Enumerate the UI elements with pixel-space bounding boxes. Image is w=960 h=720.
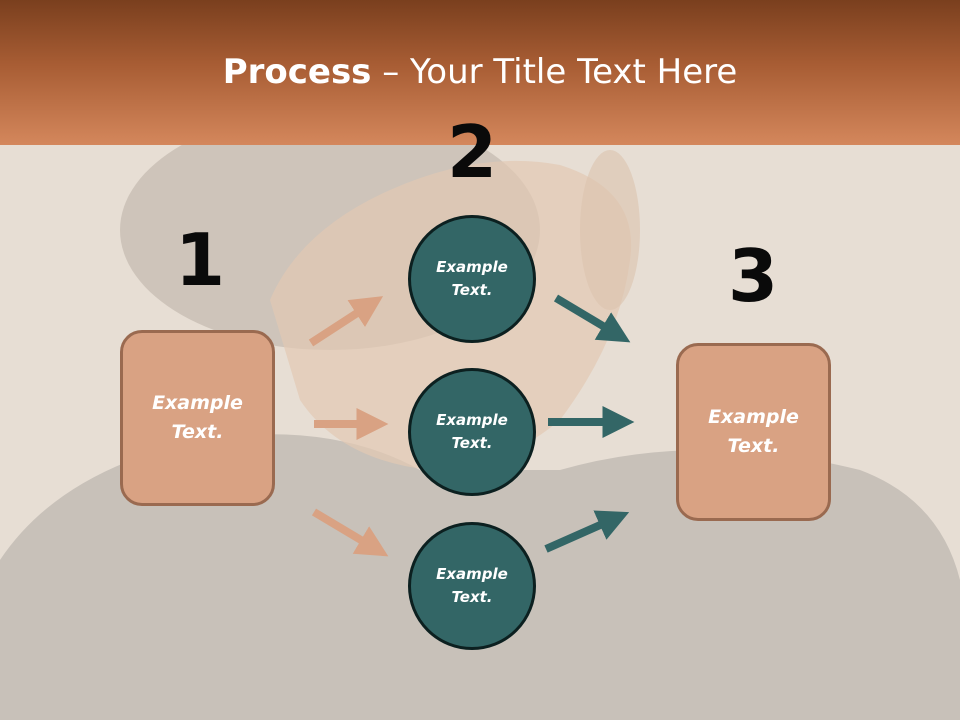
slide-title: Process – Your Title Text Here	[0, 52, 960, 92]
title-bar: Process – Your Title Text Here	[0, 0, 960, 145]
right-process-box: Example Text.	[676, 343, 831, 521]
left-box-text: Example Text.	[152, 392, 243, 443]
circle-top-text: Example Text.	[436, 258, 508, 299]
left-process-box: Example Text.	[120, 330, 275, 506]
circle-top: Example Text.	[408, 215, 536, 343]
circle-middle: Example Text.	[408, 368, 536, 496]
circle-bottom-text: Example Text.	[436, 565, 508, 606]
arrow-top-to-right	[553, 294, 631, 343]
title-rest: – Your Title Text Here	[371, 52, 738, 92]
arrow-bottom-to-right	[544, 510, 630, 553]
arrow-left-to-bottom	[311, 508, 389, 557]
step-number-2: 2	[446, 110, 498, 194]
step-number-3: 3	[727, 234, 779, 318]
right-box-text: Example Text.	[708, 406, 799, 457]
title-bold: Process	[222, 52, 372, 92]
circle-middle-text: Example Text.	[436, 411, 508, 452]
step-number-1: 1	[174, 218, 226, 302]
arrow-left-to-top	[308, 296, 384, 347]
circle-bottom: Example Text.	[408, 522, 536, 650]
